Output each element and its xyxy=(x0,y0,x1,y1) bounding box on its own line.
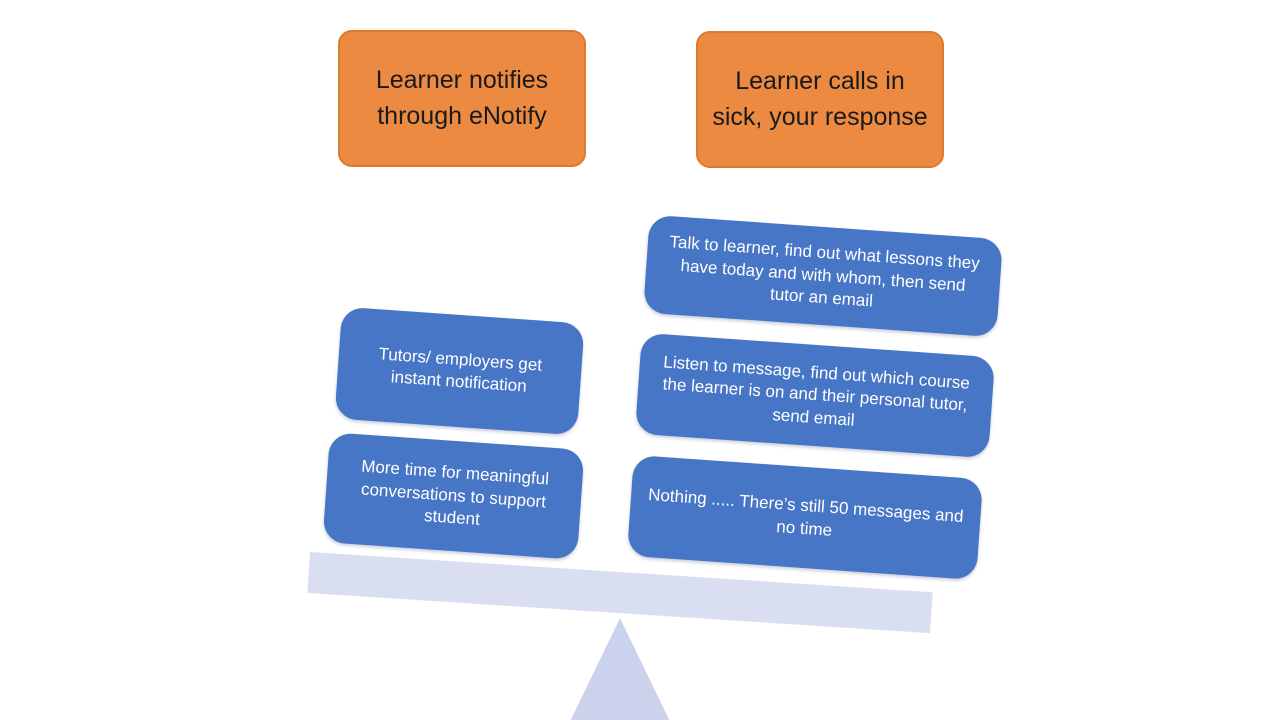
header-box-calls-in-sick-label: Learner calls in sick, your response xyxy=(712,67,928,131)
header-box-enotify: Learner notifies through eNotify xyxy=(338,30,586,167)
fulcrum-triangle-icon xyxy=(563,618,677,720)
manual-item-listen-to-message-label: Listen to message, find out which course… xyxy=(662,352,971,430)
header-box-calls-in-sick: Learner calls in sick, your response xyxy=(696,31,944,168)
manual-item-talk-to-learner: Talk to learner, find out what lessons t… xyxy=(643,214,1003,338)
manual-item-listen-to-message: Listen to message, find out which course… xyxy=(634,332,996,459)
header-box-enotify-label: Learner notifies through eNotify xyxy=(375,66,549,130)
manual-item-nothing-label: Nothing ..... There’s still 50 messages … xyxy=(647,485,965,540)
enotify-item-more-time: More time for meaningful conversations t… xyxy=(322,432,585,560)
manual-item-nothing: Nothing ..... There’s still 50 messages … xyxy=(626,454,984,581)
enotify-item-instant-notification-label: Tutors/ employers get instant notificati… xyxy=(377,343,543,396)
enotify-item-more-time-label: More time for meaningful conversations t… xyxy=(360,456,550,530)
manual-item-talk-to-learner-label: Talk to learner, find out what lessons t… xyxy=(668,232,981,311)
enotify-item-instant-notification: Tutors/ employers get instant notificati… xyxy=(334,306,585,436)
